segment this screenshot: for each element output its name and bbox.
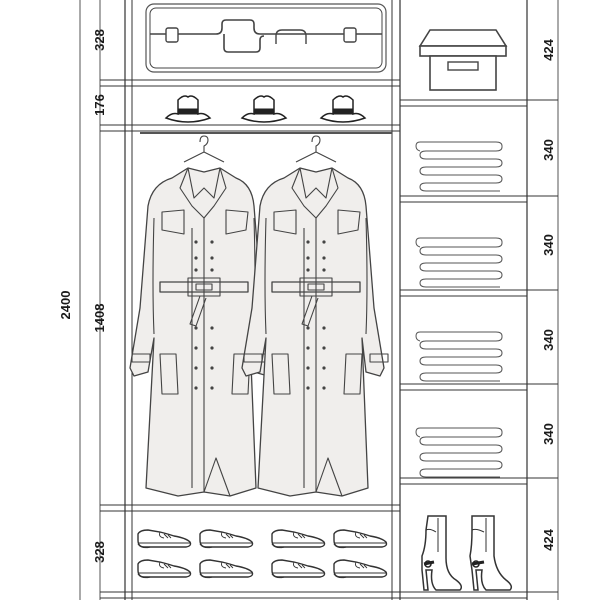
folded-clothes-icon: [415, 427, 503, 478]
dim-left-hats: 176: [92, 94, 107, 116]
boot-icon: [469, 515, 513, 591]
dim-right-bottom: 424: [541, 528, 556, 550]
boot-icon: [421, 515, 463, 591]
shoe-icon: [199, 529, 254, 549]
shoe-icon: [271, 529, 326, 549]
shoe-icon: [271, 559, 326, 579]
dim-right-top: 424: [541, 38, 556, 60]
hat-icon: [241, 95, 287, 123]
shoe-icon: [137, 529, 192, 549]
hat-icon: [320, 95, 366, 123]
folded-clothes-icon: [415, 141, 503, 192]
suitcase-icon: [145, 3, 387, 73]
dim-left-hanging: 1408: [92, 304, 107, 333]
box-icon: [418, 29, 508, 91]
cabinet-frame: [79, 0, 559, 600]
dim-left-top: 328: [92, 29, 107, 51]
shoe-icon: [199, 559, 254, 579]
dim-right-shelf-1: 340: [541, 139, 556, 161]
dim-left-bottom: 328: [92, 541, 107, 563]
folded-clothes-icon: [415, 331, 503, 382]
shoe-icon: [137, 559, 192, 579]
shoe-row: [137, 529, 388, 579]
dim-right-shelf-3: 340: [541, 329, 556, 351]
shoe-icon: [333, 559, 388, 579]
dimension-labels: 2400 328 176 1408 328 424 340 340 340 34…: [58, 29, 556, 563]
dim-right-shelf-4: 340: [541, 423, 556, 445]
dim-total-height: 2400: [58, 291, 73, 320]
shoe-icon: [333, 529, 388, 549]
dim-right-shelf-2: 340: [541, 234, 556, 256]
coat-icon: [241, 135, 389, 497]
folded-clothes-icon: [415, 237, 503, 288]
hat-icon: [165, 95, 211, 123]
